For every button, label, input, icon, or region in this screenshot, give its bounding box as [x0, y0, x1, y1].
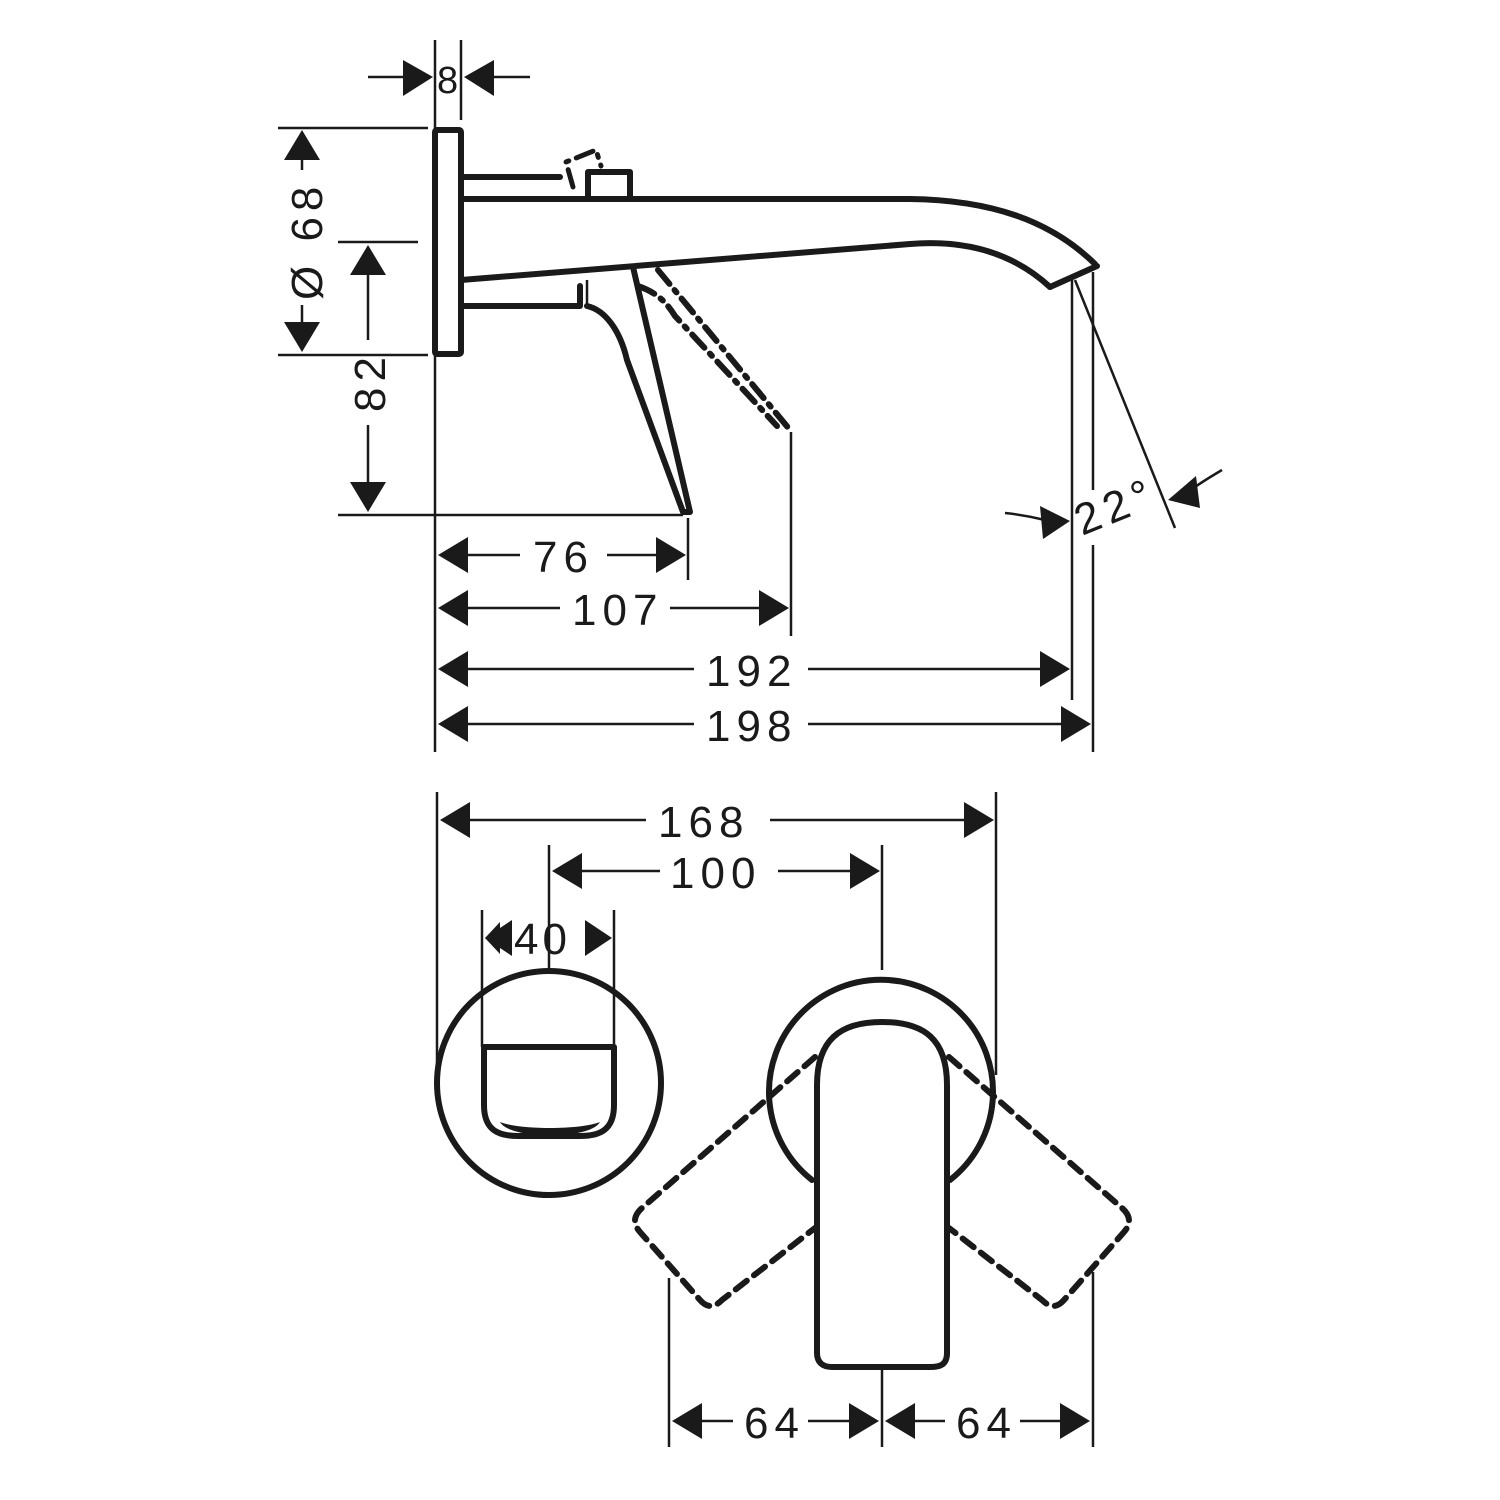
svg-text:192: 192: [706, 647, 797, 696]
aerator-face: [500, 1122, 600, 1136]
spout-top: [458, 196, 1098, 267]
dim-lever-reach: 76: [438, 533, 686, 582]
svg-text:40: 40: [514, 915, 571, 964]
svg-text:76: 76: [533, 533, 594, 582]
dim-total-projection: 198: [438, 702, 1091, 751]
svg-text:22°: 22°: [1067, 468, 1164, 545]
dim-lever-swing-right: 64: [885, 1399, 1090, 1448]
lever-handle: [814, 1019, 950, 1370]
svg-text:Ø 68: Ø 68: [283, 181, 332, 300]
svg-text:198: 198: [706, 702, 797, 751]
svg-text:8: 8: [437, 60, 458, 102]
lever-swing-left: [632, 1054, 818, 1309]
lever-open-position-1: [635, 283, 780, 429]
dim-spout-outlet-reach: 192: [438, 647, 1070, 696]
lever-pivot-alt: [562, 146, 604, 190]
svg-text:64: 64: [956, 1399, 1017, 1448]
wall-plate: [432, 127, 464, 357]
lever-swing-right: [946, 1054, 1132, 1309]
spout-outlet: [1047, 263, 1100, 290]
dim-centre-distance: 100: [552, 849, 880, 898]
dim-total-width: 168: [440, 798, 994, 847]
lever: [584, 264, 693, 515]
svg-text:100: 100: [670, 849, 761, 898]
dim-plate-thickness: 8: [368, 60, 530, 102]
dim-spout-width: 40: [485, 915, 612, 964]
lower-mount: [458, 283, 583, 309]
svg-text:168: 168: [658, 798, 749, 847]
spout-rosette: [434, 968, 664, 1198]
lever-rosette: [766, 976, 996, 1183]
svg-text:82: 82: [346, 351, 395, 412]
svg-text:107: 107: [572, 586, 663, 635]
spray-line: [1073, 279, 1177, 529]
dim-spout-height: 82: [346, 245, 395, 512]
dim-plate-diameter: Ø 68: [283, 130, 332, 352]
dim-lever-swing-left: 64: [672, 1399, 879, 1448]
aerator-cap: [585, 169, 633, 202]
dim-spray-angle: 22°: [1004, 468, 1223, 545]
spout-outlet-front: [481, 1044, 617, 1139]
spout-bottom: [458, 240, 1053, 290]
lever-open-position-2: [655, 267, 793, 433]
front-view: 168 100 40 64: [434, 792, 1132, 1448]
side-view: 8 Ø 68 82 76: [278, 40, 1223, 752]
svg-text:64: 64: [744, 1399, 805, 1448]
dim-lever-open-reach: 107: [438, 586, 789, 635]
